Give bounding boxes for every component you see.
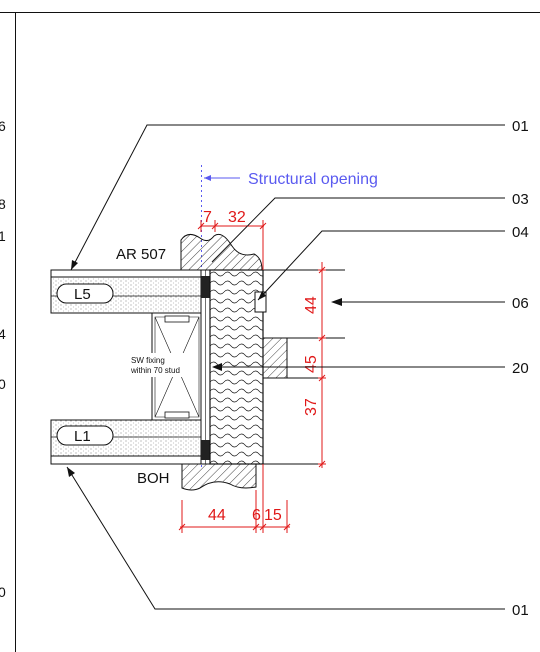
left-number-5: 0 (0, 376, 6, 392)
left-number-1: 6 (0, 118, 6, 134)
leader-04 (257, 230, 505, 301)
dimension-right (318, 262, 326, 468)
dim-45: 45 (303, 355, 320, 373)
fixing-note-line1: SW fixing (131, 356, 165, 365)
level-tag-upper-text: L5 (74, 286, 91, 303)
dim-6: 6 (252, 507, 261, 524)
dim-15: 15 (264, 507, 282, 524)
boh-label-bg (132, 468, 180, 486)
dim-44-bottom: 44 (208, 507, 226, 524)
dim-7: 7 (203, 209, 212, 226)
callout-06: 06 (512, 295, 529, 312)
structural-opening-arrowhead (204, 175, 211, 181)
dimension-top (197, 220, 267, 270)
fixing-note-bg (128, 353, 194, 377)
level-tag-lower (56, 425, 114, 446)
level-tag-lower-text: L1 (74, 428, 91, 445)
boh-label: BOH (137, 470, 170, 487)
leader-03 (211, 197, 505, 263)
left-number-3: 1 (0, 228, 6, 244)
fixing-note-line2: within 70 stud (130, 366, 180, 375)
architrave-label: AR 507 (116, 246, 166, 263)
seal-top (201, 276, 210, 298)
leader-01-top (70, 124, 505, 271)
callout-03: 03 (512, 191, 529, 208)
stop-bead (262, 337, 288, 379)
leader-06 (331, 298, 505, 306)
leader-01-bottom (66, 466, 505, 610)
rebate-block (254, 291, 267, 313)
dim-37: 37 (303, 398, 320, 416)
left-number-2: 8 (0, 196, 6, 212)
left-number-6: 0 (0, 584, 6, 600)
level-tag-upper (56, 283, 114, 304)
dimension-bottom (178, 464, 291, 533)
left-number-4: 4 (0, 326, 6, 342)
dim-44-vertical: 44 (303, 296, 320, 314)
architrave-bottom (181, 463, 257, 491)
leader-20 (212, 363, 505, 371)
structural-opening-label: Structural opening (248, 171, 378, 188)
seal-bottom (201, 440, 210, 460)
dim-32: 32 (228, 209, 246, 226)
callout-20: 20 (512, 360, 529, 377)
callout-01-top: 01 (512, 118, 529, 135)
callout-04: 04 (512, 224, 529, 241)
callout-01-bottom: 01 (512, 602, 529, 619)
